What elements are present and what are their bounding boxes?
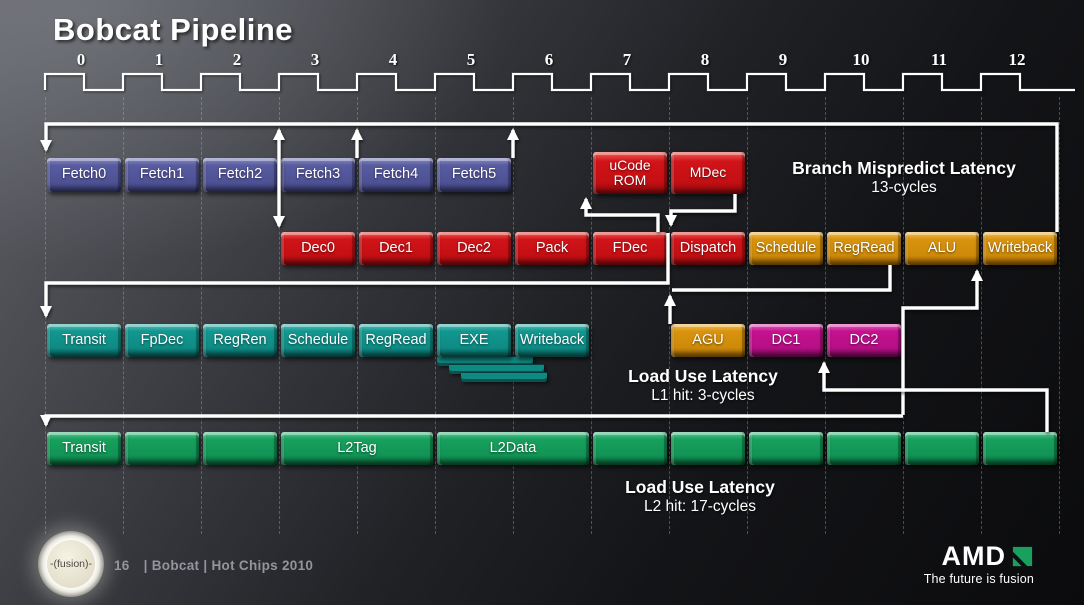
- cycle-number-7: 7: [622, 50, 632, 69]
- l2-return-to-dc-arrow: [818, 361, 1049, 432]
- cycle-gridline: [45, 97, 46, 534]
- l2-load-use-annotation: Load Use Latency L2 hit: 17-cycles: [545, 477, 855, 517]
- cycle-gridline: [123, 97, 124, 534]
- stage-decode-dispatch: Dispatch: [671, 232, 745, 265]
- cycle-gridline: [591, 97, 592, 534]
- stage-l2-l2tag: L2Tag: [281, 432, 433, 465]
- stage-fetch-fetch1: Fetch1: [125, 158, 199, 192]
- stage-l2-blank: [593, 432, 667, 465]
- exe-stack-layer: [461, 372, 547, 382]
- cycle-gridline: [669, 97, 670, 534]
- cycle-number-8: 8: [700, 50, 710, 69]
- dc2-to-alu-forward-arrow: [901, 269, 983, 415]
- cycle-gridline: [825, 97, 826, 534]
- stage-exec-exe: EXE: [437, 324, 511, 357]
- l1-load-use-title: Load Use Latency: [628, 366, 778, 386]
- stage-l2-l2data: L2Data: [437, 432, 589, 465]
- cycle-number-12: 12: [1008, 50, 1026, 69]
- stage-mdec: MDec: [671, 152, 745, 194]
- stage-exec-dc2: DC2: [827, 324, 901, 357]
- branch-mispredict-title: Branch Mispredict Latency: [792, 158, 1016, 178]
- stage-fetch-fetch0: Fetch0: [47, 158, 121, 192]
- stage-l2-blank: [749, 432, 823, 465]
- stage-decode-alu: ALU: [905, 232, 979, 265]
- footer-caption-text: | Bobcat | Hot Chips 2010: [143, 558, 314, 573]
- stage-decode-writeback: Writeback: [983, 232, 1057, 265]
- stage-l2-blank: [905, 432, 979, 465]
- cycle-gridline: [747, 97, 748, 534]
- stage-decode-schedule: Schedule: [749, 232, 823, 265]
- cycle-gridline: [201, 97, 202, 534]
- cycle-number-0: 0: [76, 50, 86, 69]
- stage-decode-fdec: FDec: [593, 232, 667, 265]
- stage-exec-agu: AGU: [671, 324, 745, 357]
- stage-fetch-fetch3: Fetch3: [281, 158, 355, 192]
- cycle-number-4: 4: [388, 50, 398, 69]
- clock-waveform: [43, 72, 1075, 92]
- fdec-to-ucode-rom-arrow: [580, 197, 660, 232]
- l2-load-use-value: L2 hit: 17-cycles: [644, 498, 756, 515]
- cycle-gridline: [435, 97, 436, 534]
- cycle-number-3: 3: [310, 50, 320, 69]
- amd-wordmark: AMD: [941, 541, 1006, 571]
- footer-caption: 16 | Bobcat | Hot Chips 2010: [114, 558, 313, 573]
- cycle-number-6: 6: [544, 50, 554, 69]
- cycle-number-10: 10: [852, 50, 870, 69]
- stage-fetch-fetch2: Fetch2: [203, 158, 277, 192]
- stage-exec-fpdec: FpDec: [125, 324, 199, 357]
- l1-load-use-value: L1 hit: 3-cycles: [651, 387, 755, 404]
- stage-exec-regren: RegRen: [203, 324, 277, 357]
- stage-l2-blank: [125, 432, 199, 465]
- mdec-to-dispatch-arrow: [665, 194, 737, 227]
- exe-stack-layer: [449, 364, 544, 374]
- stage-decode-dec2: Dec2: [437, 232, 511, 265]
- stage-ucode-rom: uCode ROM: [593, 152, 667, 194]
- cycle-number-2: 2: [232, 50, 242, 69]
- l2-load-use-title: Load Use Latency: [625, 477, 775, 497]
- stage-decode-pack: Pack: [515, 232, 589, 265]
- stage-l2-transit: Transit: [47, 432, 121, 465]
- stage-l2-blank: [827, 432, 901, 465]
- fusion-logo: -(fusion)-: [38, 531, 104, 597]
- l1-load-use-annotation: Load Use Latency L1 hit: 3-cycles: [553, 366, 853, 406]
- cycle-number-9: 9: [778, 50, 788, 69]
- stage-decode-dec0: Dec0: [281, 232, 355, 265]
- cycle-number-1: 1: [154, 50, 164, 69]
- branch-mispredict-annotation: Branch Mispredict Latency 13-cycles: [748, 158, 1060, 198]
- stage-exec-writeback: Writeback: [515, 324, 589, 357]
- stage-fetch-fetch5: Fetch5: [437, 158, 511, 192]
- stage-decode-dec1: Dec1: [359, 232, 433, 265]
- fusion-logo-text: -(fusion)-: [47, 540, 95, 588]
- cycle-gridline: [1059, 97, 1060, 534]
- stage-fetch-fetch4: Fetch4: [359, 158, 433, 192]
- cycle-gridline: [513, 97, 514, 534]
- stage-exec-regread: RegRead: [359, 324, 433, 357]
- stage-exec-schedule: Schedule: [281, 324, 355, 357]
- cycle-number-11: 11: [930, 50, 948, 69]
- amd-tagline: The future is fusion: [923, 572, 1034, 586]
- stage-l2-blank: [203, 432, 277, 465]
- cycle-gridline: [279, 97, 280, 534]
- regread-to-agu-line: [672, 265, 892, 292]
- cycle-number-5: 5: [466, 50, 476, 69]
- amd-logo-block: AMD The future is fusion: [923, 541, 1034, 587]
- cycle-gridline: [981, 97, 982, 534]
- stage-l2-blank: [671, 432, 745, 465]
- page-title: Bobcat Pipeline: [53, 12, 294, 47]
- slide-number: 16: [114, 558, 130, 573]
- stage-l2-blank: [983, 432, 1057, 465]
- dc2-to-l2-transit-arrow: [40, 414, 903, 427]
- stage-exec-dc1: DC1: [749, 324, 823, 357]
- stage-exec-transit: Transit: [47, 324, 121, 357]
- cycle-gridline: [357, 97, 358, 534]
- stage-decode-regread: RegRead: [827, 232, 901, 265]
- amd-arrow-icon: [1012, 546, 1033, 566]
- branch-mispredict-value: 13-cycles: [871, 179, 937, 196]
